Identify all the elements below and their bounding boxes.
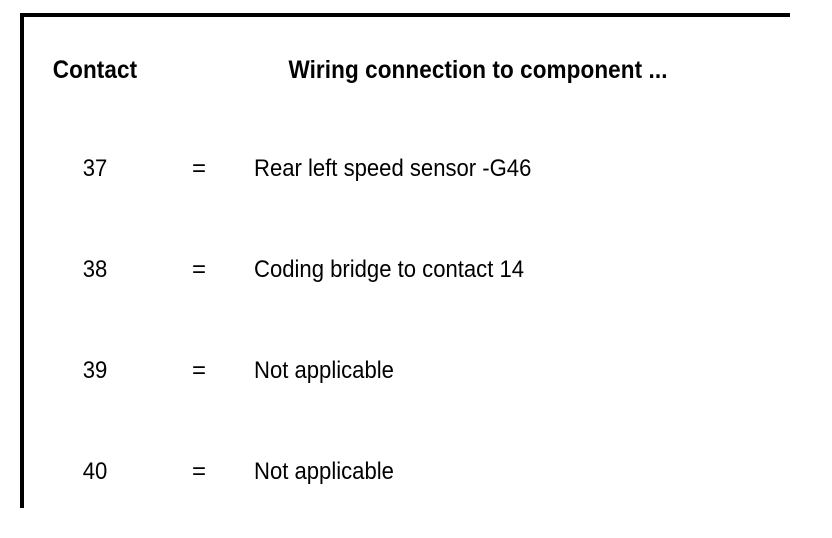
equals-sign-icon: =: [192, 356, 207, 384]
description-value: Not applicable: [254, 457, 395, 485]
table-grid: Contact Wiring connection to component .…: [24, 17, 790, 508]
cell-contact-number: 40: [24, 407, 166, 508]
description-value: Coding bridge to contact 14: [254, 255, 525, 283]
header-cell-contact: Contact: [24, 17, 166, 104]
contact-number-value: 39: [82, 356, 108, 384]
equals-sign-icon: =: [192, 255, 207, 283]
column-header-contact: Contact: [52, 56, 138, 84]
cell-contact-number: 39: [24, 306, 166, 407]
table-row: 37 = Rear left speed sensor -G46: [24, 104, 790, 205]
equals-sign-icon: =: [192, 457, 207, 485]
description-wrapper: = Rear left speed sensor -G46: [166, 129, 790, 181]
description-value: Rear left speed sensor -G46: [254, 154, 532, 182]
description-value: Not applicable: [254, 356, 395, 384]
header-cell-description: Wiring connection to component ...: [166, 17, 790, 104]
description-wrapper: = Not applicable: [166, 331, 790, 383]
wiring-connection-table: Contact Wiring connection to component .…: [20, 13, 790, 508]
description-wrapper: = Not applicable: [166, 432, 790, 484]
cell-contact-number: 38: [24, 205, 166, 306]
table-row: 40 = Not applicable: [24, 407, 790, 508]
table-header-row: Contact Wiring connection to component .…: [24, 17, 790, 104]
table-row: 38 = Coding bridge to contact 14: [24, 205, 790, 306]
description-wrapper: = Coding bridge to contact 14: [166, 230, 790, 282]
cell-description: = Not applicable: [166, 407, 790, 508]
cell-description: = Not applicable: [166, 306, 790, 407]
contact-number-value: 37: [82, 154, 108, 182]
contact-number-value: 38: [82, 255, 108, 283]
table-row: 39 = Not applicable: [24, 306, 790, 407]
contact-number-value: 40: [82, 457, 108, 485]
equals-sign-icon: =: [192, 154, 207, 182]
cell-contact-number: 37: [24, 104, 166, 205]
cell-description: = Rear left speed sensor -G46: [166, 104, 790, 205]
column-header-description: Wiring connection to component ...: [288, 56, 668, 84]
cell-description: = Coding bridge to contact 14: [166, 205, 790, 306]
